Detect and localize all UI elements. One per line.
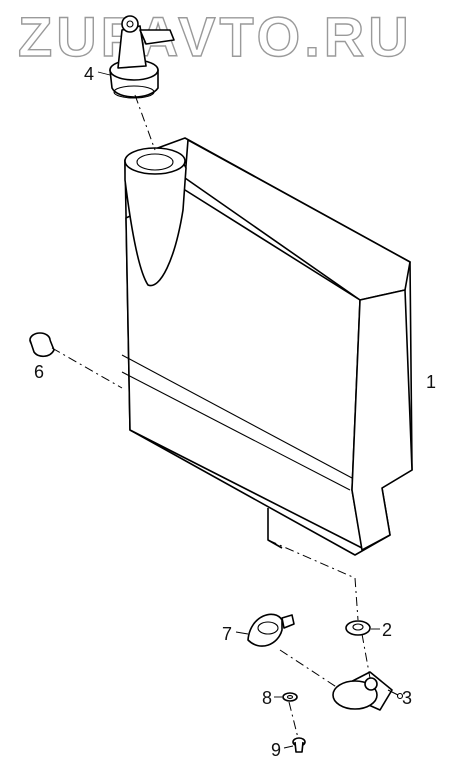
callout-9: 9 [271, 740, 294, 760]
washer-pump [332, 671, 404, 711]
reservoir-tank [121, 137, 413, 556]
callout-7: 7 [222, 624, 249, 644]
svg-text:9: 9 [271, 740, 281, 760]
callout-8: 8 [262, 688, 282, 708]
assembly-lines [51, 94, 371, 739]
callout-4: 4 [84, 64, 111, 84]
svg-text:2: 2 [382, 620, 392, 640]
clamp [247, 613, 295, 647]
svg-text:4: 4 [84, 64, 94, 84]
watermark: ZUPAVTO.RU [18, 5, 413, 68]
svg-text:1: 1 [426, 372, 436, 392]
callout-1: 1 [426, 372, 436, 392]
svg-text:8: 8 [262, 688, 272, 708]
drain-plug [29, 332, 55, 358]
grommet [345, 620, 371, 636]
screw [292, 737, 306, 753]
svg-text:3: 3 [402, 688, 412, 708]
svg-text:7: 7 [222, 624, 232, 644]
callout-2: 2 [371, 620, 392, 640]
washer [282, 692, 298, 702]
filler-cap [109, 15, 175, 99]
callout-3: 3 [402, 688, 412, 708]
callout-6: 6 [34, 362, 44, 382]
svg-text:6: 6 [34, 362, 44, 382]
